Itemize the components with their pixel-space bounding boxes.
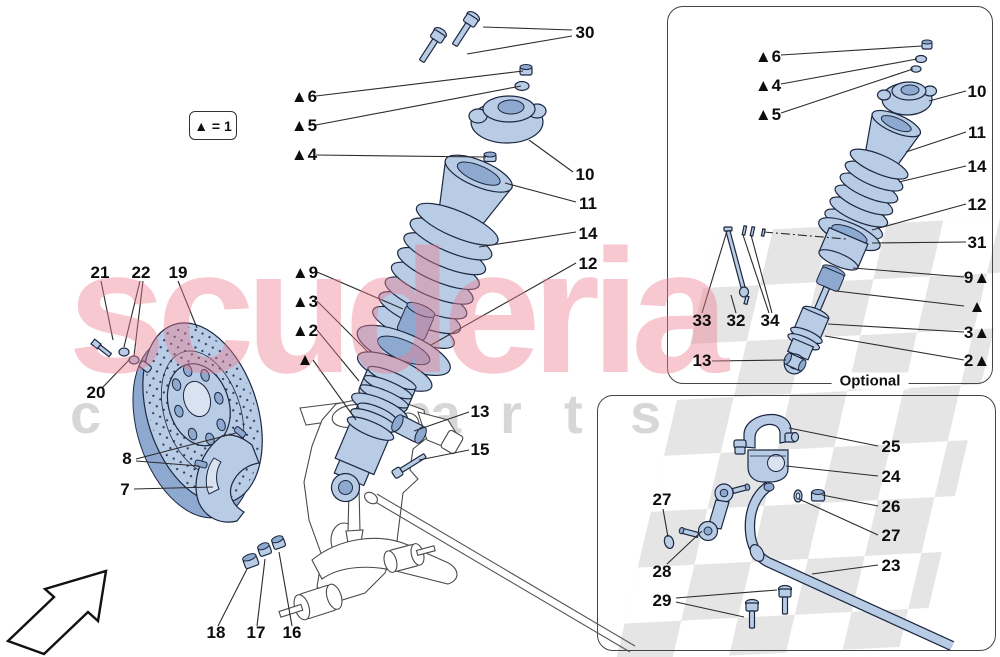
optional-parts-box <box>667 6 993 384</box>
optional-strut-art <box>723 39 938 375</box>
stabilizer-parts-box <box>597 395 996 651</box>
direction-arrow-icon <box>5 569 108 656</box>
callout-lines <box>100 26 967 627</box>
dust-shield-art <box>194 426 260 523</box>
optional-box-label: Optional <box>831 372 909 390</box>
suspension-upright-art <box>278 396 636 653</box>
main-strut-art <box>330 10 547 503</box>
legend-box: ▲ = 1 <box>189 111 237 140</box>
stabilizer-bar-art <box>663 414 955 651</box>
watermark-title: scuderia <box>68 214 729 410</box>
